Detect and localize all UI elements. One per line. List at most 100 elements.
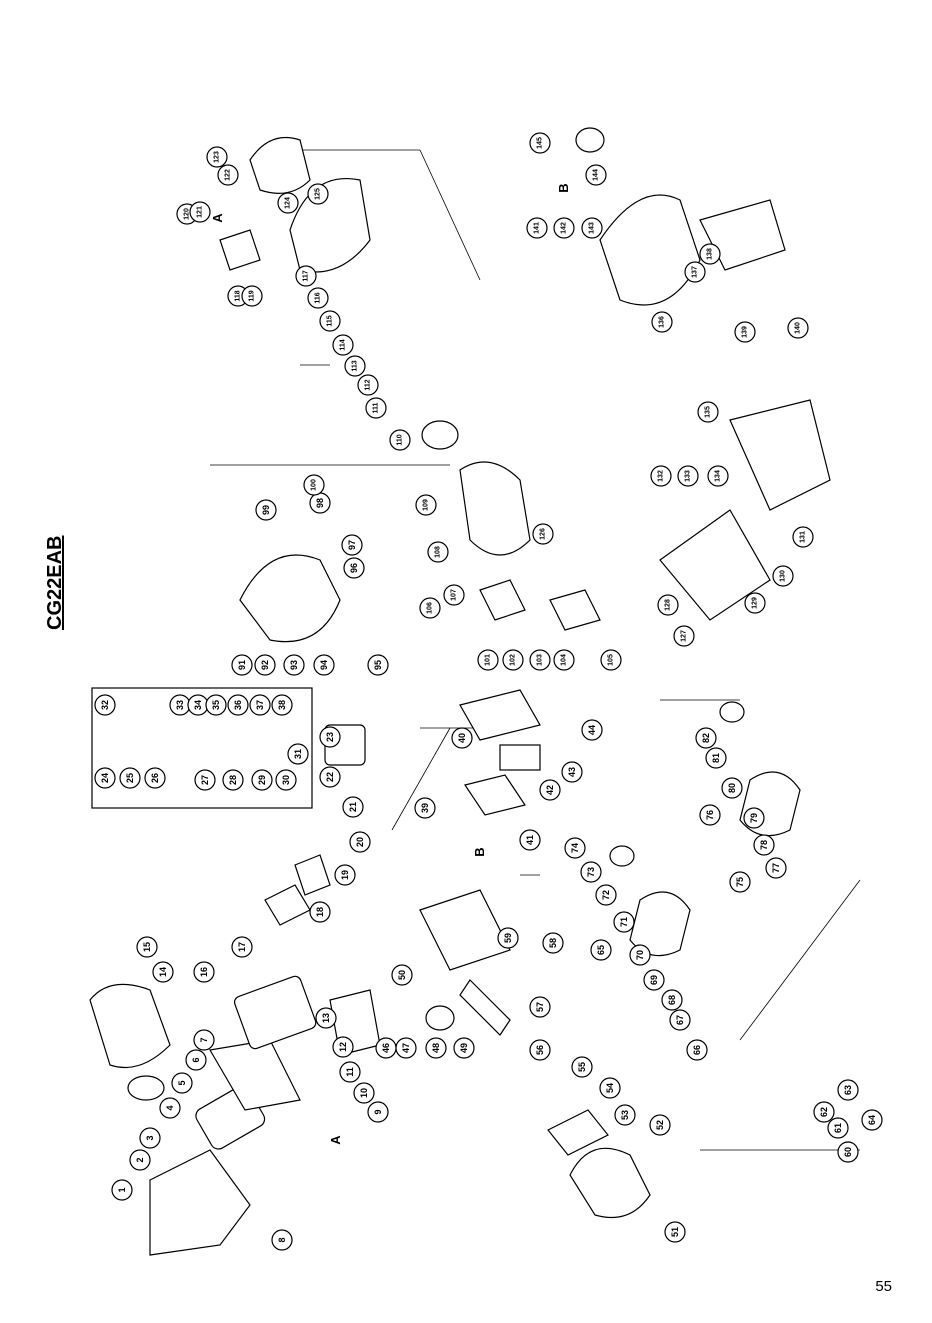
callout-number: 66 <box>692 1045 702 1055</box>
callout-114: 114 <box>332 334 354 356</box>
callout-number: 73 <box>586 867 596 877</box>
callout-135: 135 <box>697 401 719 423</box>
callout-number: 78 <box>759 840 769 850</box>
callout-circle <box>553 649 575 671</box>
crankshaft-shape <box>459 979 511 1036</box>
callout-number: 107 <box>451 589 458 601</box>
callout-18: 18 <box>309 901 331 923</box>
callout-139: 139 <box>734 321 756 343</box>
callout-number: 132 <box>658 470 665 482</box>
callout-100: 100 <box>303 474 325 496</box>
callout-circle <box>334 864 356 886</box>
callout-number: 19 <box>340 870 350 880</box>
callout-38: 38 <box>271 694 293 716</box>
callout-circle <box>319 766 341 788</box>
callout-82: 82 <box>695 727 717 749</box>
callout-number: 94 <box>319 660 329 670</box>
callout-number: 96 <box>349 563 359 573</box>
callout-number: 16 <box>199 967 209 977</box>
callout-circle <box>585 164 607 186</box>
fuel-cap-shape <box>575 127 605 153</box>
callout-number: 17 <box>237 942 247 952</box>
callout-number: 102 <box>510 654 517 666</box>
crankcase-gasket-shape <box>547 1109 609 1156</box>
callout-circle <box>669 1009 691 1031</box>
callout-136: 136 <box>651 311 673 333</box>
callout-133: 133 <box>677 465 699 487</box>
callout-circle <box>529 1039 551 1061</box>
callout-number: 2 <box>135 1157 145 1162</box>
callout-number: 82 <box>701 733 711 743</box>
callout-circle <box>497 927 519 949</box>
callout-57: 57 <box>529 996 551 1018</box>
callout-109: 109 <box>415 494 437 516</box>
callout-16: 16 <box>193 961 215 983</box>
muffler-cover-shape <box>149 1149 251 1256</box>
callout-74: 74 <box>564 837 586 859</box>
callout-number: 20 <box>355 837 365 847</box>
callout-number: 108 <box>435 546 442 558</box>
callout-number: 142 <box>561 222 568 234</box>
callout-circle <box>649 1114 671 1136</box>
callout-circle <box>231 654 253 676</box>
callout-number: 54 <box>605 1083 615 1093</box>
callout-119: 119 <box>241 285 263 307</box>
callout-number: 63 <box>843 1085 853 1095</box>
callout-78: 78 <box>753 834 775 856</box>
callout-71: 71 <box>613 911 635 933</box>
callout-number: 18 <box>315 907 325 917</box>
callout-circle <box>792 526 814 548</box>
connector-mark-A: A <box>210 213 225 223</box>
callout-47: 47 <box>395 1037 417 1059</box>
connector-mark-A: A <box>328 1135 343 1145</box>
callout-number: 1 <box>117 1187 127 1192</box>
connector-mark-B: B <box>556 183 571 192</box>
callout-number: 7 <box>199 1037 209 1042</box>
callout-number: 29 <box>257 775 267 785</box>
callout-number: 26 <box>150 773 160 783</box>
callout-circle <box>307 287 329 309</box>
callout-circle <box>349 831 371 853</box>
callout-113: 113 <box>344 355 366 377</box>
callout-67: 67 <box>669 1009 691 1031</box>
callout-111: 111 <box>365 397 387 419</box>
callout-number: 68 <box>667 995 677 1005</box>
callout-number: 130 <box>780 570 787 582</box>
callout-circle <box>391 964 413 986</box>
callout-11: 11 <box>339 1061 361 1083</box>
callout-circle <box>673 625 695 647</box>
callout-circle <box>419 597 441 619</box>
callout-19: 19 <box>334 864 356 886</box>
leader-line-1 <box>419 149 481 281</box>
callout-circle <box>542 932 564 954</box>
callout-number: 59 <box>503 933 513 943</box>
callout-number: 55 <box>577 1062 587 1072</box>
callout-number: 35 <box>211 700 221 710</box>
callout-circle <box>313 654 335 676</box>
callout-17: 17 <box>231 936 253 958</box>
callout-number: 95 <box>373 660 383 670</box>
callout-circle <box>613 911 635 933</box>
callout-circle <box>217 164 239 186</box>
callout-number: 47 <box>401 1043 411 1053</box>
callout-number: 106 <box>427 602 434 614</box>
throttle-grip-shape <box>729 399 831 511</box>
callout-number: 8 <box>277 1237 287 1242</box>
leader-line-4 <box>391 727 451 831</box>
callout-number: 145 <box>537 137 544 149</box>
callout-127: 127 <box>673 625 695 647</box>
callout-number: 125 <box>315 188 322 200</box>
callout-circle <box>185 1049 207 1071</box>
callout-72: 72 <box>595 884 617 906</box>
callout-number: 30 <box>281 775 291 785</box>
callout-number: 112 <box>365 379 372 390</box>
callout-140: 140 <box>787 317 809 339</box>
callout-73: 73 <box>580 861 602 883</box>
callout-circle <box>343 557 365 579</box>
callout-circle <box>580 861 602 883</box>
callout-number: 129 <box>752 597 759 609</box>
callout-circle <box>194 769 216 791</box>
callout-circle <box>661 989 683 1011</box>
tank-shape <box>464 774 526 816</box>
